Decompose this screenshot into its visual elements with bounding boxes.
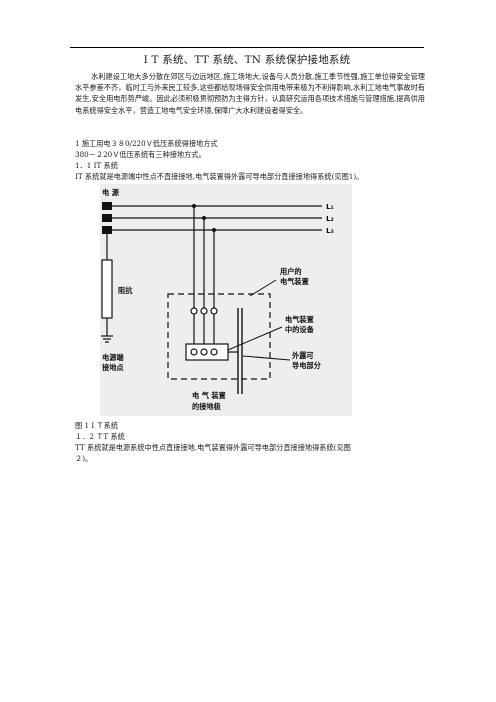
equipment-label-1: 电气装置 — [285, 315, 314, 324]
grounding-modes-line: 380－２20Ｖ低压系统有三种接地方式。 — [75, 150, 206, 159]
tt-system-description-end: ２)。 — [75, 454, 93, 463]
source-label: 电 源 — [102, 188, 120, 197]
source-ground-label-1: 电源端 — [102, 353, 124, 362]
header-rule — [70, 47, 424, 48]
page-title: I T 系统、TT 系统、TN 系统保护接地系统 — [143, 54, 351, 66]
exposed-label-2: 导电部分 — [292, 361, 322, 370]
l3-label: L₃ — [326, 226, 334, 235]
it-system-diagram: 电 源 L₁ L₂ L₃ 阻抗 电源端 接地点 — [101, 188, 334, 411]
impedance-label: 阻抗 — [118, 286, 133, 295]
electrode-label-1: 电 气 装置 — [192, 391, 226, 400]
section-1-2-heading: １．2 ＴT 系统 — [75, 432, 125, 441]
user-label-2: 电气装置 — [280, 277, 309, 286]
intro-paragraph: 水利建设工地大多分散在郊区与边远地区,施工场地大,设备与人员分散,施工季节性强,… — [75, 72, 425, 115]
figure-caption: 图 1 I Ｔ系统 — [75, 421, 119, 430]
it-system-description: IT 系统就是电源端中性点不直接接地,电气装置得外露可导电部分直接接地得系统(见… — [75, 172, 364, 181]
electrode-label-2: 的接地极 — [192, 402, 222, 411]
impedance-resistor — [101, 259, 113, 319]
l1-label: L₁ — [326, 202, 334, 211]
exposed-label-1: 外露可 — [291, 351, 314, 360]
user-installation-boundary — [167, 293, 271, 380]
section-1-heading: 1 施工用电３８0/220Ｖ低压系统得接地方式 — [75, 139, 218, 148]
equipment-label-2: 中的设备 — [285, 325, 315, 334]
source-windings — [102, 202, 112, 234]
it-system-figure: 电 源 L₁ L₂ L₃ 阻抗 电源端 接地点 — [100, 184, 352, 416]
tt-system-description: TT 系统就是电源系统中性点直接接地,电气装置得外露可导电部分直接接地得系统(见… — [75, 443, 351, 452]
source-ground-label-2: 接地点 — [102, 363, 124, 372]
section-1-1-heading: 1．1 IT 系统 — [75, 161, 118, 170]
user-label-1: 用户的 — [279, 267, 302, 276]
l2-label: L₂ — [326, 214, 334, 223]
